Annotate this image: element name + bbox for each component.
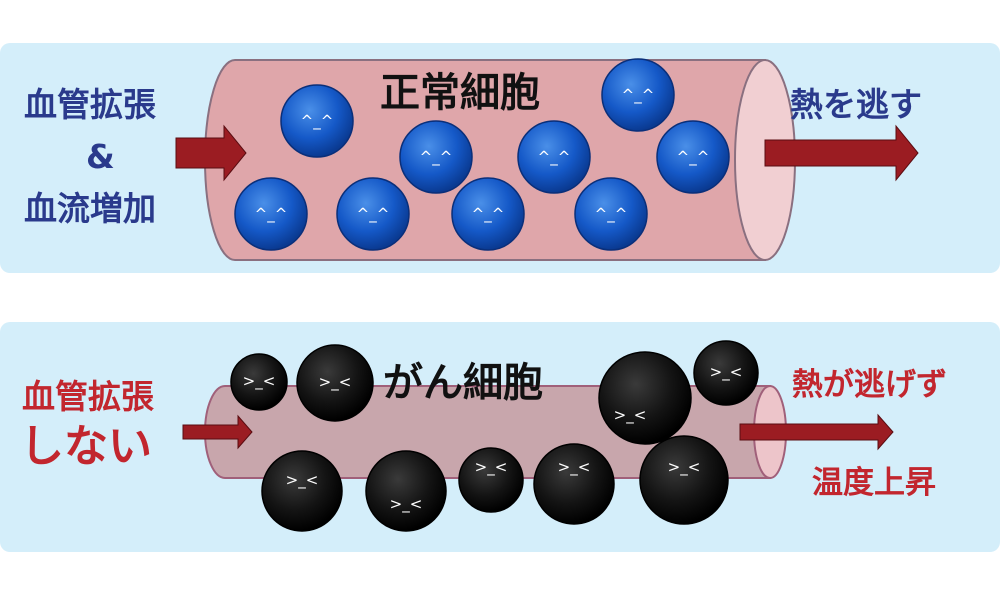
cancer-cell: >_<: [533, 443, 615, 525]
normal-cell-title: 正常細胞: [380, 70, 540, 116]
cancer-cell: >_<: [230, 353, 288, 411]
normal-cell-face: ^_^: [255, 205, 288, 224]
cancer-inflow-arrow: [182, 414, 253, 450]
cancer-outflow-arrow: [739, 413, 894, 451]
normal-cell-face: ^_^: [538, 148, 571, 167]
cancer-cells: >_< >_< >_< >_< >_< >_< >_< >_< >_<: [230, 340, 759, 532]
normal-cell-face: ^_^: [472, 205, 505, 224]
normal-inflow-arrow: [175, 124, 247, 182]
normal-cell: ^_^: [574, 177, 648, 251]
cancer-cell: >_<: [458, 447, 524, 513]
cancer-cell-face: >_<: [710, 363, 743, 382]
cancer-cell: >_<: [365, 450, 447, 532]
normal-right-label: 熱を逃す: [790, 85, 922, 124]
normal-cell-face: ^_^: [677, 148, 710, 167]
normal-cells: ^_^ ^_^ ^_^ ^_^ ^_^ ^_^ ^_^ ^_^ ^_^: [234, 58, 730, 251]
cancer-cell-title: がん細胞: [383, 360, 543, 406]
normal-cell: ^_^: [399, 120, 473, 194]
normal-cell: ^_^: [336, 177, 410, 251]
cancer-right-label-temp-rise: 温度上昇: [812, 465, 936, 501]
normal-outflow-arrow: [764, 124, 919, 182]
cancer-cell-face: >_<: [286, 471, 319, 490]
normal-cell-face: ^_^: [357, 205, 390, 224]
normal-cell: ^_^: [517, 120, 591, 194]
cancer-cell: >_<: [639, 435, 729, 525]
normal-left-label-bloodflow: 血流増加: [24, 189, 156, 228]
cancer-cell-face: >_<: [319, 373, 352, 392]
cancer-cell-face: >_<: [614, 406, 647, 425]
cancer-cell-face: >_<: [475, 458, 508, 477]
cancer-cell: >_<: [296, 344, 374, 422]
normal-cell: ^_^: [601, 58, 675, 132]
normal-cell: ^_^: [451, 177, 525, 251]
cancer-left-label-vasodilation: 血管拡張: [22, 377, 154, 416]
normal-cell-face: ^_^: [595, 205, 628, 224]
cancer-cell: >_<: [261, 450, 343, 532]
normal-cell: ^_^: [280, 84, 354, 158]
normal-cell-face: ^_^: [420, 148, 453, 167]
normal-cell-face: ^_^: [622, 86, 655, 105]
normal-cell: ^_^: [656, 120, 730, 194]
cancer-cell: >_<: [598, 351, 692, 445]
cancer-cell-face: >_<: [243, 372, 276, 391]
normal-cell: ^_^: [234, 177, 308, 251]
cancer-left-label-no: しない: [20, 421, 152, 472]
normal-cell-face: ^_^: [301, 112, 334, 131]
normal-left-label-vasodilation: 血管拡張: [24, 85, 156, 124]
cancer-right-label-no-escape: 熱が逃げず: [792, 367, 947, 403]
cancer-cell-face: >_<: [390, 495, 423, 514]
cancer-cell: >_<: [693, 340, 759, 406]
cancer-cell-face: >_<: [668, 458, 701, 477]
cancer-cell-face: >_<: [558, 458, 591, 477]
normal-left-label-ampersand: &: [86, 137, 115, 176]
